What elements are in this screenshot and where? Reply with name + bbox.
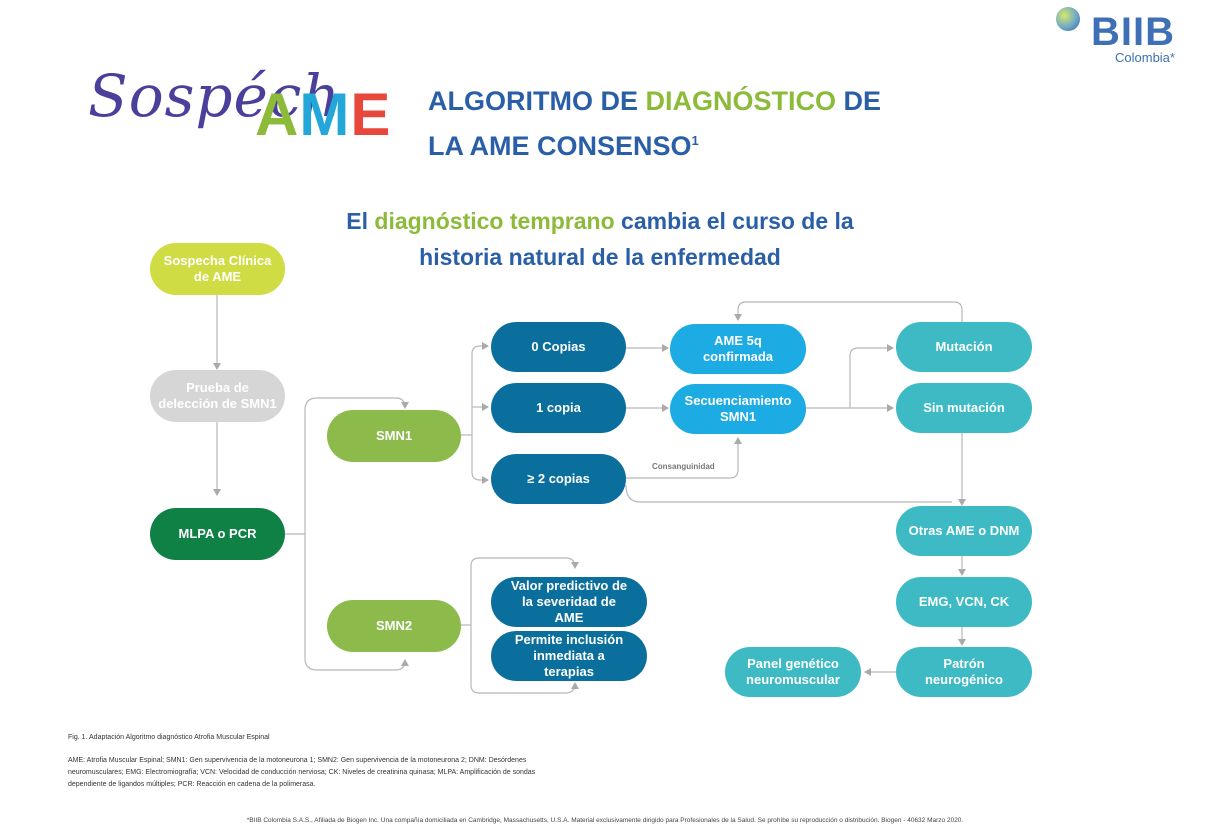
- node-smn1-label: SMN1: [375, 428, 413, 443]
- subtitle-line-2: historia natural de la enfermedad: [419, 244, 781, 270]
- node-1-copia-label: 1 copia: [536, 400, 581, 415]
- node-1-copia: 1 copia: [491, 383, 626, 433]
- logo-letter-m: M: [299, 81, 351, 148]
- node-sospecha-label: Sospecha Clínica de AME: [163, 253, 272, 284]
- figure-caption: Fig. 1. Adaptación Algoritmo diagnóstico…: [68, 734, 270, 741]
- abbreviations-line-3: dependiente de ligandos múltiples; PCR: …: [68, 781, 316, 788]
- subtitle-part-2: diagnóstico temprano: [374, 208, 615, 234]
- title-part-1: ALGORITMO DE: [428, 86, 646, 116]
- node-permite-label: Permite inclusión inmediata a terapias: [514, 632, 624, 679]
- node-sospecha: Sospecha Clínica de AME: [150, 243, 285, 295]
- node-sin-mutacion: Sin mutación: [896, 383, 1032, 433]
- node-smn2-label: SMN2: [375, 618, 413, 633]
- node-emg-label: EMG, VCN, CK: [918, 594, 1010, 609]
- abbreviations-line-1: AME: Atrofia Muscular Espinal; SMN1: Gen…: [68, 757, 527, 764]
- title-line-2: LA AME CONSENSO: [428, 131, 692, 161]
- node-panel-label: Panel genético neuromuscular: [746, 656, 840, 687]
- brand-subname: Colombia*: [1115, 50, 1175, 65]
- node-0-copias-label: 0 Copias: [531, 339, 586, 354]
- node-smn1: SMN1: [327, 410, 461, 462]
- logo-letter-e: E: [350, 81, 392, 148]
- subtitle: El diagnóstico temprano cambia el curso …: [300, 203, 900, 275]
- node-otras-ame-label: Otras AME o DNM: [908, 523, 1020, 538]
- page-title: ALGORITMO DE DIAGNÓSTICO DE LA AME CONSE…: [428, 82, 881, 166]
- logo-letter-a: A: [255, 81, 300, 148]
- node-mutacion: Mutación: [896, 322, 1032, 372]
- node-prueba: Prueba de delección de SMN1: [150, 370, 285, 422]
- node-valor-label: Valor predictivo de la severidad de AME: [510, 578, 628, 625]
- node-patron-label: Patrón neurogénico: [924, 656, 1003, 687]
- brand-logo: BIIB Colombia*: [1083, 10, 1175, 65]
- node-ame-confirmada: AME 5q confirmada: [670, 324, 806, 374]
- node-mutacion-label: Mutación: [935, 339, 993, 354]
- node-otras-ame: Otras AME o DNM: [896, 506, 1032, 556]
- subtitle-part-3: cambia el curso de la: [614, 208, 854, 234]
- node-0-copias: 0 Copias: [491, 322, 626, 372]
- title-superscript: 1: [691, 133, 699, 148]
- node-secuenciamiento: Secuenciamiento SMN1: [670, 384, 806, 434]
- node-2-copias-label: ≥ 2 copias: [527, 471, 590, 486]
- node-secuenciamiento-label: Secuenciamiento SMN1: [684, 393, 792, 424]
- node-prueba-label: Prueba de delección de SMN1: [158, 380, 277, 411]
- node-sin-mutacion-label: Sin mutación: [923, 400, 1005, 415]
- node-permite-inclusion: Permite inclusión inmediata a terapias: [491, 631, 647, 681]
- brand-name: BIIB: [1090, 10, 1175, 54]
- logo-ame: AME: [255, 80, 391, 149]
- abbreviations-line-2: neuromusculares; EMG: Electromiografía; …: [68, 769, 536, 776]
- node-emg: EMG, VCN, CK: [896, 577, 1032, 627]
- node-ame-confirmada-label: AME 5q confirmada: [702, 333, 774, 364]
- title-part-3: DE: [836, 86, 882, 116]
- logo-script-text: Sospéch: [88, 62, 341, 130]
- node-valor-predictivo: Valor predictivo de la severidad de AME: [491, 577, 647, 627]
- node-mlpa: MLPA o PCR: [150, 508, 285, 560]
- node-panel: Panel genético neuromuscular: [725, 647, 861, 697]
- abbreviations: AME: Atrofia Muscular Espinal; SMN1: Gen…: [68, 755, 535, 791]
- subtitle-part-1: El: [346, 208, 375, 234]
- title-part-2: DIAGNÓSTICO: [645, 86, 837, 116]
- node-patron: Patrón neurogénico: [896, 647, 1032, 697]
- legal-disclaimer: *BIIB Colombia S.A.S., Afiliada de Bioge…: [246, 817, 964, 824]
- node-smn2: SMN2: [327, 600, 461, 652]
- node-2-copias: ≥ 2 copias: [491, 454, 626, 504]
- brand-logo-icon: [1056, 7, 1080, 31]
- edge-label-consanguinidad: Consanguinidad: [652, 462, 715, 471]
- node-mlpa-label: MLPA o PCR: [178, 526, 257, 541]
